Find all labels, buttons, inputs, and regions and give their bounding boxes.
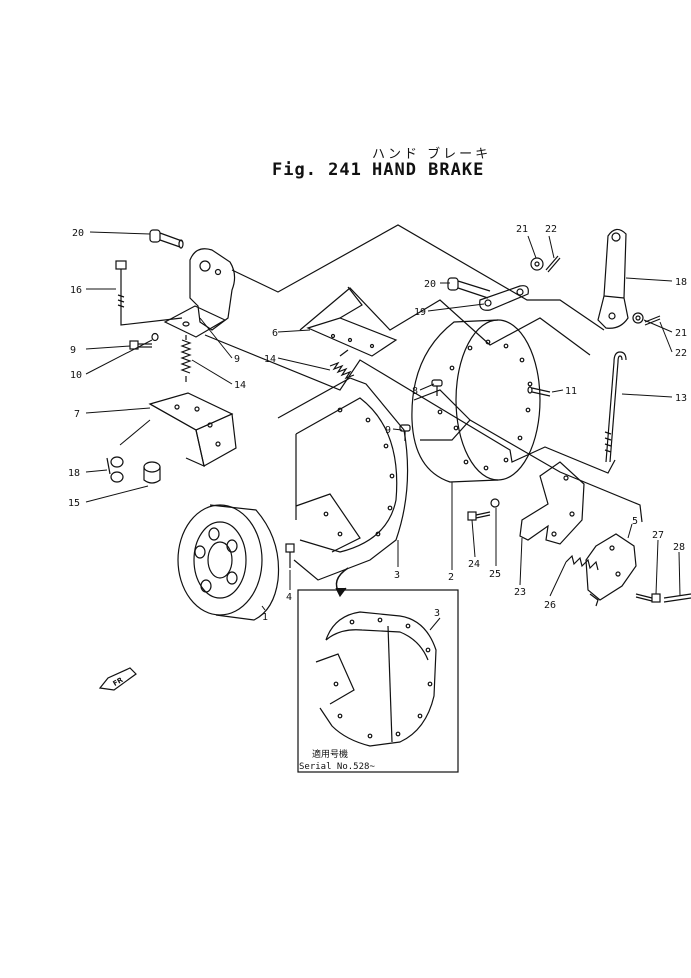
callout-3: 3 bbox=[394, 570, 400, 581]
callout-24: 24 bbox=[468, 559, 480, 570]
direction-label: FR bbox=[112, 676, 125, 688]
callout-7: 7 bbox=[74, 409, 80, 420]
spacer-15 bbox=[143, 461, 161, 484]
bolt-4 bbox=[285, 543, 295, 568]
inset-brake-shoe-3 bbox=[315, 611, 437, 747]
bracket-8 bbox=[306, 286, 398, 357]
callout-11: 9 bbox=[70, 345, 76, 356]
callout-25: 25 bbox=[489, 569, 501, 580]
bolt-27 bbox=[635, 593, 661, 603]
figure-title: HAND BRAKE bbox=[372, 160, 485, 180]
leader-lines bbox=[85, 231, 681, 631]
callout-22-right: 22 bbox=[675, 348, 687, 359]
callout-15: 15 bbox=[68, 498, 80, 509]
callout-22-top: 22 bbox=[545, 224, 557, 235]
inset-box bbox=[297, 567, 459, 773]
rivet-9-upper bbox=[431, 379, 443, 396]
callout-16: 16 bbox=[70, 285, 82, 296]
cable-28 bbox=[663, 593, 691, 603]
pin-20-left bbox=[149, 229, 184, 249]
nut-17 bbox=[106, 456, 124, 483]
callout-4: 4 bbox=[286, 592, 292, 603]
bracket-5 bbox=[585, 533, 637, 607]
spring-14-left bbox=[180, 335, 192, 382]
figure-number: Fig. 241 bbox=[272, 160, 362, 180]
callout-14-right: 14 bbox=[264, 354, 276, 365]
callout-13: 13 bbox=[675, 393, 687, 404]
callout-18: 18 bbox=[675, 277, 687, 288]
brake-shoe-3 bbox=[277, 377, 409, 581]
callout-6: 11 bbox=[565, 386, 577, 397]
assembly-line-mid bbox=[299, 287, 591, 356]
cotter-pin-22-top bbox=[545, 255, 561, 273]
callout-labels: 20 16 9 10 7 18 15 9 14 6 14 8 9 11 21 2… bbox=[68, 224, 687, 623]
brake-drum-1 bbox=[177, 504, 280, 621]
callout-20: 20 bbox=[72, 228, 84, 239]
bracket-23 bbox=[519, 461, 585, 545]
callout-3-inset: 3 bbox=[434, 608, 440, 619]
callout-5: 5 bbox=[632, 516, 638, 527]
callout-9-lower: 9 bbox=[385, 425, 391, 436]
callout-20-right: 20 bbox=[424, 279, 436, 290]
washer-25 bbox=[490, 498, 500, 508]
callout-17: 18 bbox=[68, 468, 80, 479]
lever-18 bbox=[597, 228, 629, 329]
callout-10: 9 bbox=[234, 354, 240, 365]
callout-21-right: 21 bbox=[675, 328, 687, 339]
pin-20-right bbox=[447, 277, 491, 299]
rod-13 bbox=[604, 351, 627, 463]
washer-12 bbox=[151, 332, 159, 342]
callout-2: 2 bbox=[448, 572, 454, 583]
callout-19: 19 bbox=[414, 307, 426, 318]
callout-21-top: 21 bbox=[516, 224, 528, 235]
bolt-24 bbox=[467, 511, 491, 521]
callout-9-upper: 8 bbox=[412, 386, 418, 397]
callout-28: 28 bbox=[673, 542, 685, 553]
link-19 bbox=[479, 285, 529, 311]
spring-26 bbox=[565, 554, 599, 571]
assembly-line-bracket bbox=[204, 334, 616, 474]
callout-1: 1 bbox=[262, 612, 268, 623]
bracket-7 bbox=[148, 392, 237, 468]
rivet-9-lower bbox=[399, 424, 411, 441]
callout-23: 23 bbox=[514, 587, 526, 598]
callout-14-left: 14 bbox=[234, 380, 246, 391]
callout-8: 6 bbox=[272, 328, 278, 339]
serial-applicable-label: 適用号機 bbox=[312, 750, 349, 760]
callout-12: 10 bbox=[70, 370, 82, 381]
washer-21-top bbox=[530, 257, 544, 271]
drum-shell-2 bbox=[411, 319, 541, 483]
spring-14-right bbox=[329, 349, 355, 380]
bolt-16 bbox=[115, 260, 183, 326]
assembly-line-top bbox=[231, 224, 605, 331]
pin-6 bbox=[527, 386, 551, 397]
callout-26: 26 bbox=[544, 600, 556, 611]
assembly-line-right bbox=[469, 419, 643, 523]
bracket-10 bbox=[163, 248, 236, 338]
serial-number-text: Serial No.528~ bbox=[299, 762, 375, 772]
washer-21-right bbox=[632, 312, 644, 324]
title-japanese: ハンド ブレーキ bbox=[372, 147, 492, 162]
callout-27: 27 bbox=[652, 530, 664, 541]
front-direction-arrow-icon: FR bbox=[98, 667, 137, 691]
